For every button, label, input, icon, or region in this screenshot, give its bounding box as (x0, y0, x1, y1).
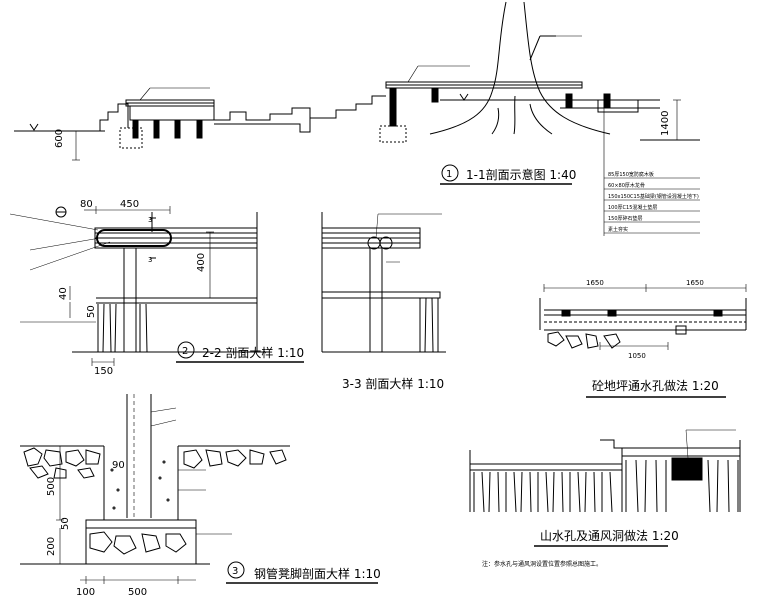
sec1-note-1: 85厚150宽防腐木板 (608, 171, 654, 178)
section-steel-leg-drawing (20, 394, 290, 584)
footnote: 注：参水孔与通风洞设置位置参照总图施工。 (482, 560, 602, 568)
sec2-dim-450: 450 (120, 199, 139, 210)
sec2-section-mark-top: 3 (148, 216, 152, 224)
section-drain-hole-drawing (539, 284, 747, 350)
sec1-note-6: 素土夯实 (608, 226, 628, 233)
sec1-note-5: 150厚碎石垫层 (608, 215, 643, 222)
sec4-dim-200: 200 (46, 537, 57, 556)
section-1-number-circle (441, 164, 459, 182)
sec5-dim-right: 1650 (686, 279, 704, 287)
sec4-dim-500-vertical: 500 (46, 477, 57, 496)
section-1-title: 1-1剖面示意图 1:40 (466, 167, 576, 182)
section-2-title: 2-2 剖面大样 1:10 (202, 345, 304, 360)
sec4-dim-90: 90 (112, 460, 125, 471)
sec2-dim-40: 40 (58, 287, 69, 300)
section-2-number-circle (177, 341, 195, 359)
sec5-dim-left: 1650 (586, 279, 604, 287)
dim-600: 600 (54, 129, 65, 148)
section-1-1-drawing (14, 1, 700, 236)
sec2-section-mark-bottom: 3 (148, 256, 152, 264)
section-vent-hole-title: 山水孔及通风洞做法 1:20 (540, 528, 679, 543)
section-steel-leg-title: 钢管凳脚剖面大样 1:10 (254, 566, 381, 581)
dim-1400: 1400 (660, 111, 671, 136)
sec4-dim-500-horizontal: 500 (128, 587, 147, 598)
section-steel-leg-number-circle (227, 561, 245, 579)
section-3-3-drawing (321, 212, 446, 353)
section-vent-hole-drawing (469, 429, 741, 513)
sec5-dim-bottom: 1050 (628, 352, 646, 360)
sec2-dim-150: 150 (94, 366, 113, 377)
section-steel-leg-number: 3 (232, 566, 238, 577)
sec1-note-4: 100厚C15混凝土垫层 (608, 204, 657, 211)
sec2-dim-50: 50 (86, 305, 97, 318)
section-2-number: 2 (182, 346, 188, 357)
sec4-dim-50: 50 (60, 517, 71, 530)
sec1-note-2: 60×80厚木龙骨 (608, 182, 645, 189)
section-3-title: 3-3 剖面大样 1:10 (342, 376, 444, 391)
sec1-note-3: 150x150C15基础梁(钢管设混凝土地下) (608, 193, 699, 200)
section-drain-hole-title: 砼地坪通水孔做法 1:20 (592, 378, 719, 393)
sec2-dim-80: 80 (80, 199, 93, 210)
section-2-2-drawing (9, 206, 270, 366)
section-1-number: 1 (446, 169, 452, 180)
sec4-dim-100: 100 (76, 587, 95, 598)
sec2-dim-400: 400 (196, 253, 207, 272)
